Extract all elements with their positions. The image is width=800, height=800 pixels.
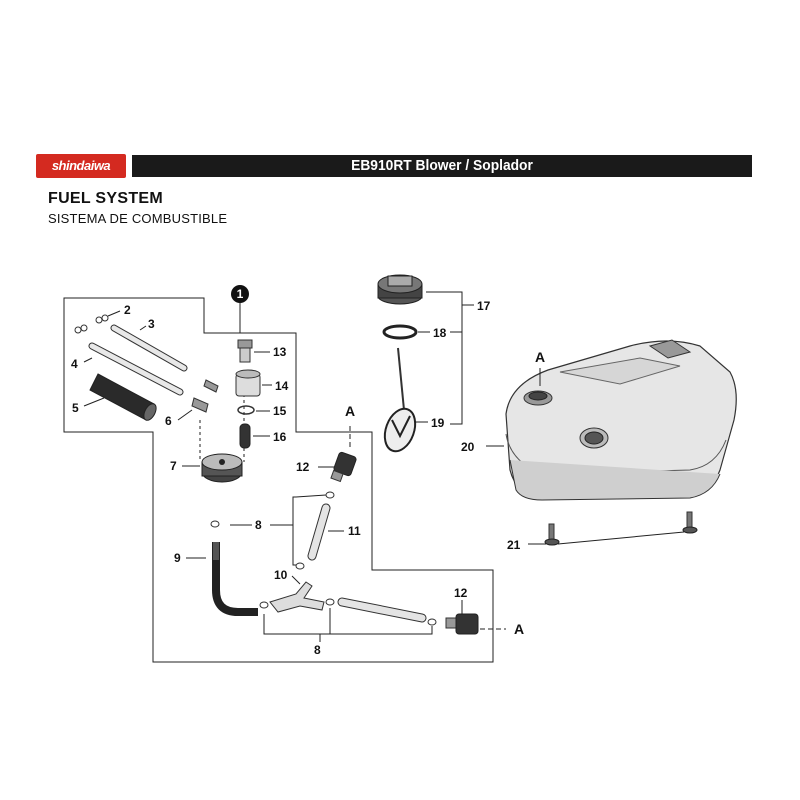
assembly-boundary: [63, 297, 494, 663]
gasket: [210, 520, 220, 528]
fuel-tube-long: [337, 597, 427, 623]
callout-21: 21: [507, 538, 521, 552]
assembly-badge-label: 1: [237, 287, 244, 301]
model-title: EB910RT Blower / Soplador: [351, 157, 533, 174]
callout-17: 17: [477, 299, 491, 313]
cap-gasket: [382, 324, 418, 340]
section-subtitle: SISTEMA DE COMBUSTIBLE: [48, 211, 228, 226]
fuel-cap: [377, 274, 423, 305]
callout-7: 7: [170, 459, 177, 473]
callout-8-upper: 8: [255, 518, 262, 532]
callout-12-upper: 12: [296, 460, 310, 474]
callout-9: 9: [174, 551, 181, 565]
callout-13: 13: [273, 345, 287, 359]
fuel-tank: [505, 339, 737, 501]
fuel-filter: [239, 423, 251, 449]
callout-14: 14: [275, 379, 289, 393]
connector-tube: [307, 503, 331, 561]
tube-sleeve: [89, 373, 157, 421]
assembly-badge: [231, 285, 249, 303]
fuel-tube-upper: [110, 324, 188, 372]
callout-5: 5: [72, 401, 79, 415]
return-hose: [212, 542, 258, 616]
callout-16: 16: [273, 430, 287, 444]
callout-2: 2: [124, 303, 131, 317]
callout-10: 10: [274, 568, 288, 582]
ref-a-tank: A: [535, 349, 545, 365]
brand-logo: shindaiwa: [36, 154, 126, 178]
ref-a-lower: A: [514, 621, 524, 637]
check-valve-lower: [445, 613, 479, 635]
callout-18: 18: [433, 326, 447, 340]
section-title: FUEL SYSTEM: [48, 190, 164, 207]
mounting-screw-left: [544, 523, 560, 546]
callout-12-lower: 12: [454, 586, 468, 600]
fuel-plug: [237, 339, 253, 363]
fuel-tube-lower: [88, 342, 184, 396]
model-title-band: EB910RT Blower / Soplador: [132, 155, 752, 177]
callout-3: 3: [148, 317, 155, 331]
hose-clamp: [74, 314, 109, 334]
mounting-screw-right: [682, 511, 698, 534]
tank-fitting: [201, 453, 243, 483]
callout-8-lower: 8: [314, 643, 321, 657]
fuel-strainer: [383, 347, 417, 453]
callout-4: 4: [71, 357, 78, 371]
o-ring: [237, 405, 255, 415]
check-valve-upper: [330, 451, 357, 483]
callout-15: 15: [273, 404, 287, 418]
callout-20: 20: [461, 440, 475, 454]
callout-19: 19: [431, 416, 445, 430]
header-bar: shindaiwa EB910RT Blower / Soplador: [36, 150, 752, 180]
elbow-fitting: [191, 379, 219, 413]
t-connector: [269, 581, 325, 613]
ref-a-upper: A: [345, 403, 355, 419]
retaining-nut: [235, 369, 261, 397]
callout-11: 11: [348, 524, 361, 538]
callout-6: 6: [165, 414, 172, 428]
brand-logo-text: shindaiwa: [51, 158, 111, 173]
